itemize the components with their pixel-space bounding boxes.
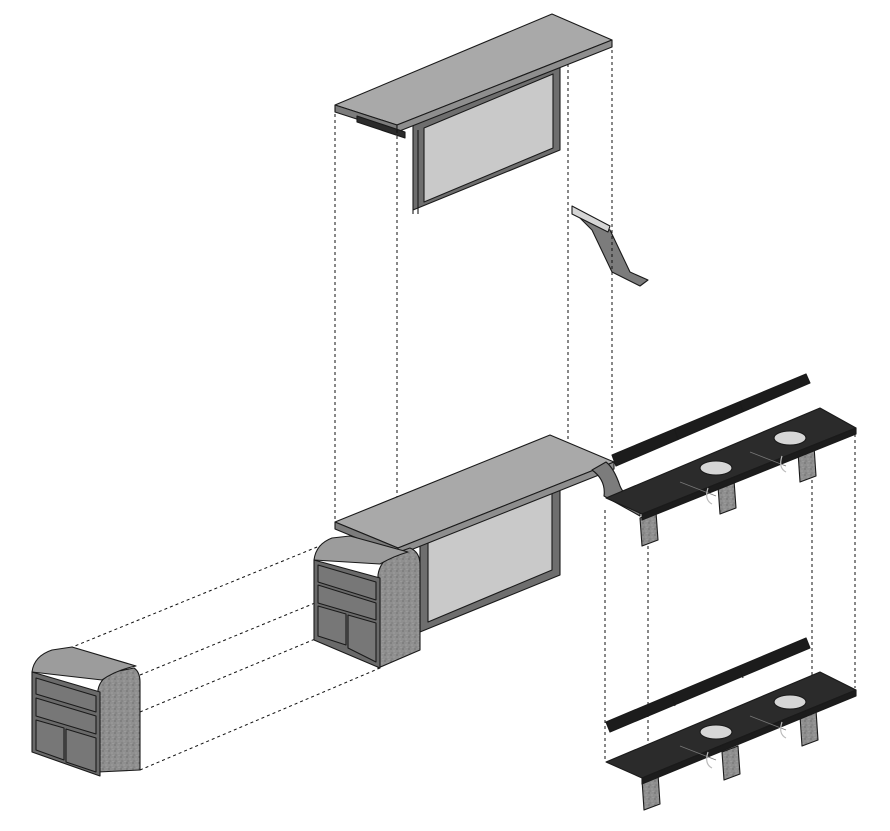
small-bracket-shelf — [571, 205, 649, 287]
desk-with-mirror-panel — [334, 434, 615, 633]
cabinet-exploded-door-left — [35, 719, 65, 761]
drawer-cabinet-assembled — [313, 535, 421, 669]
cabinet-exploded-drawer-2 — [35, 697, 97, 735]
upper-mirror-glass — [423, 73, 554, 203]
bracket-shelf-top — [571, 205, 611, 233]
bracket-shelf-body — [577, 215, 649, 287]
cabinet-exploded-door-right — [65, 728, 97, 773]
lower-bench-seat-edge — [641, 689, 857, 785]
lower-bench-leg-2 — [721, 745, 741, 781]
upper-shelf-bracket — [356, 115, 406, 139]
lower-bench-backrest — [605, 637, 811, 733]
bench-with-basins-upper — [591, 373, 857, 547]
drawer-cabinet-exploded — [31, 646, 141, 777]
lower-bench-basin-2 — [773, 694, 807, 710]
cabinet-exploded-top — [31, 646, 137, 681]
cabinet-assembled-drawer-1 — [317, 564, 377, 601]
cabinet-assembled-door-right — [347, 614, 377, 663]
upper-bench-backrest — [611, 373, 811, 467]
upper-bench-seat-edge — [641, 427, 857, 521]
cabinet-assembled-top — [313, 535, 409, 565]
upper-bench-basin-2 — [773, 430, 807, 446]
cabinet-assembled-side — [377, 547, 421, 669]
cabinet-assembled-drawer-2 — [317, 584, 377, 621]
lower-bench-basin-1 — [699, 724, 733, 740]
cabinet-exploded-side — [97, 667, 141, 773]
bench-with-basins-lower — [605, 637, 857, 811]
cabinet-assembled-door-left — [317, 605, 347, 646]
upper-shelf-with-mirror — [334, 13, 613, 214]
cabinet-exploded-drawer-1 — [35, 677, 97, 713]
upper-bench-basin-1 — [699, 460, 733, 476]
